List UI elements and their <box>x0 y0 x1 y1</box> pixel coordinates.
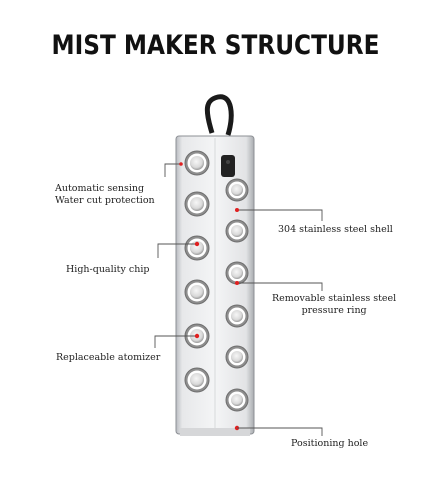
atomizer-ceramic <box>231 267 243 279</box>
leader-sensing <box>164 163 181 177</box>
power-cord <box>204 94 234 136</box>
label-shell: 304 stainless steel shell <box>278 224 393 235</box>
atomizer-ceramic <box>190 373 204 387</box>
atomizer-ceramic <box>190 156 204 170</box>
marker-dot <box>235 208 239 212</box>
shell-base <box>180 428 250 436</box>
switch-icon <box>221 155 235 177</box>
atomizer-ceramic <box>231 351 243 363</box>
atomizer-ceramic <box>231 394 243 406</box>
atomizer-ceramic <box>190 241 204 255</box>
label-sensing: Automatic sensing Water cut protection <box>55 183 155 207</box>
leader-ring <box>237 282 323 291</box>
marker-dot <box>194 333 200 339</box>
atomizer-ceramic <box>190 285 204 299</box>
label-chip: High-quality chip <box>66 264 150 275</box>
label-sensing-line2: Water cut protection <box>55 195 155 206</box>
atomizer-ceramic <box>231 225 243 237</box>
marker-dot <box>179 162 183 166</box>
page-title: MIST MAKER STRUCTURE <box>51 30 380 61</box>
label-ring-line1: Removable stainless steel <box>272 293 397 304</box>
marker-dot <box>235 281 239 285</box>
atomizer-ceramic <box>190 197 204 211</box>
leader-chip <box>157 243 197 258</box>
label-ring: Removable stainless steel pressure ring <box>272 293 396 317</box>
label-ring-line2: pressure ring <box>301 305 367 316</box>
leader-hole <box>237 427 323 436</box>
label-sensing-line1: Automatic sensing <box>55 183 145 194</box>
leader-shell <box>237 209 323 221</box>
label-hole: Positioning hole <box>291 438 369 449</box>
marker-dot <box>194 241 200 247</box>
leader-lines <box>154 163 323 436</box>
leader-atomizer <box>154 335 197 348</box>
label-atomizer: Replaceable atomizer <box>56 352 161 363</box>
atomizer-ceramic <box>231 310 243 322</box>
atomizer-ceramic <box>231 184 243 196</box>
